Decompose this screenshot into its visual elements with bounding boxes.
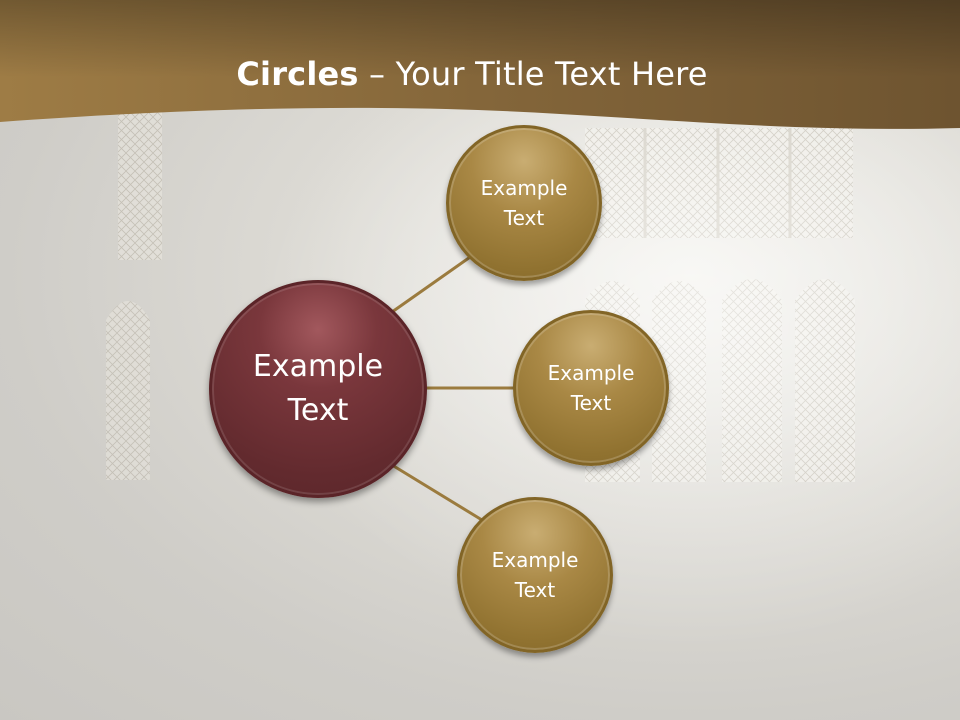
connector-top xyxy=(390,253,475,314)
center-circle-label: Example Text xyxy=(252,349,384,428)
slide-title: Circles – Your Title Text Here xyxy=(0,52,944,96)
connector-bottom xyxy=(390,463,484,522)
node-label-middle: Example Text xyxy=(547,361,635,415)
node-label-top: Example Text xyxy=(480,176,568,230)
center-circle: Example Text xyxy=(209,280,427,498)
node-circle-bottom: Example Text xyxy=(457,497,613,653)
connector-lines xyxy=(390,253,518,522)
node-circle-top: Example Text xyxy=(446,125,602,281)
title-rest: – Your Title Text Here xyxy=(358,55,708,93)
title-bold: Circles xyxy=(236,55,359,93)
node-circle-middle: Example Text xyxy=(513,310,669,466)
node-label-bottom: Example Text xyxy=(491,548,579,602)
